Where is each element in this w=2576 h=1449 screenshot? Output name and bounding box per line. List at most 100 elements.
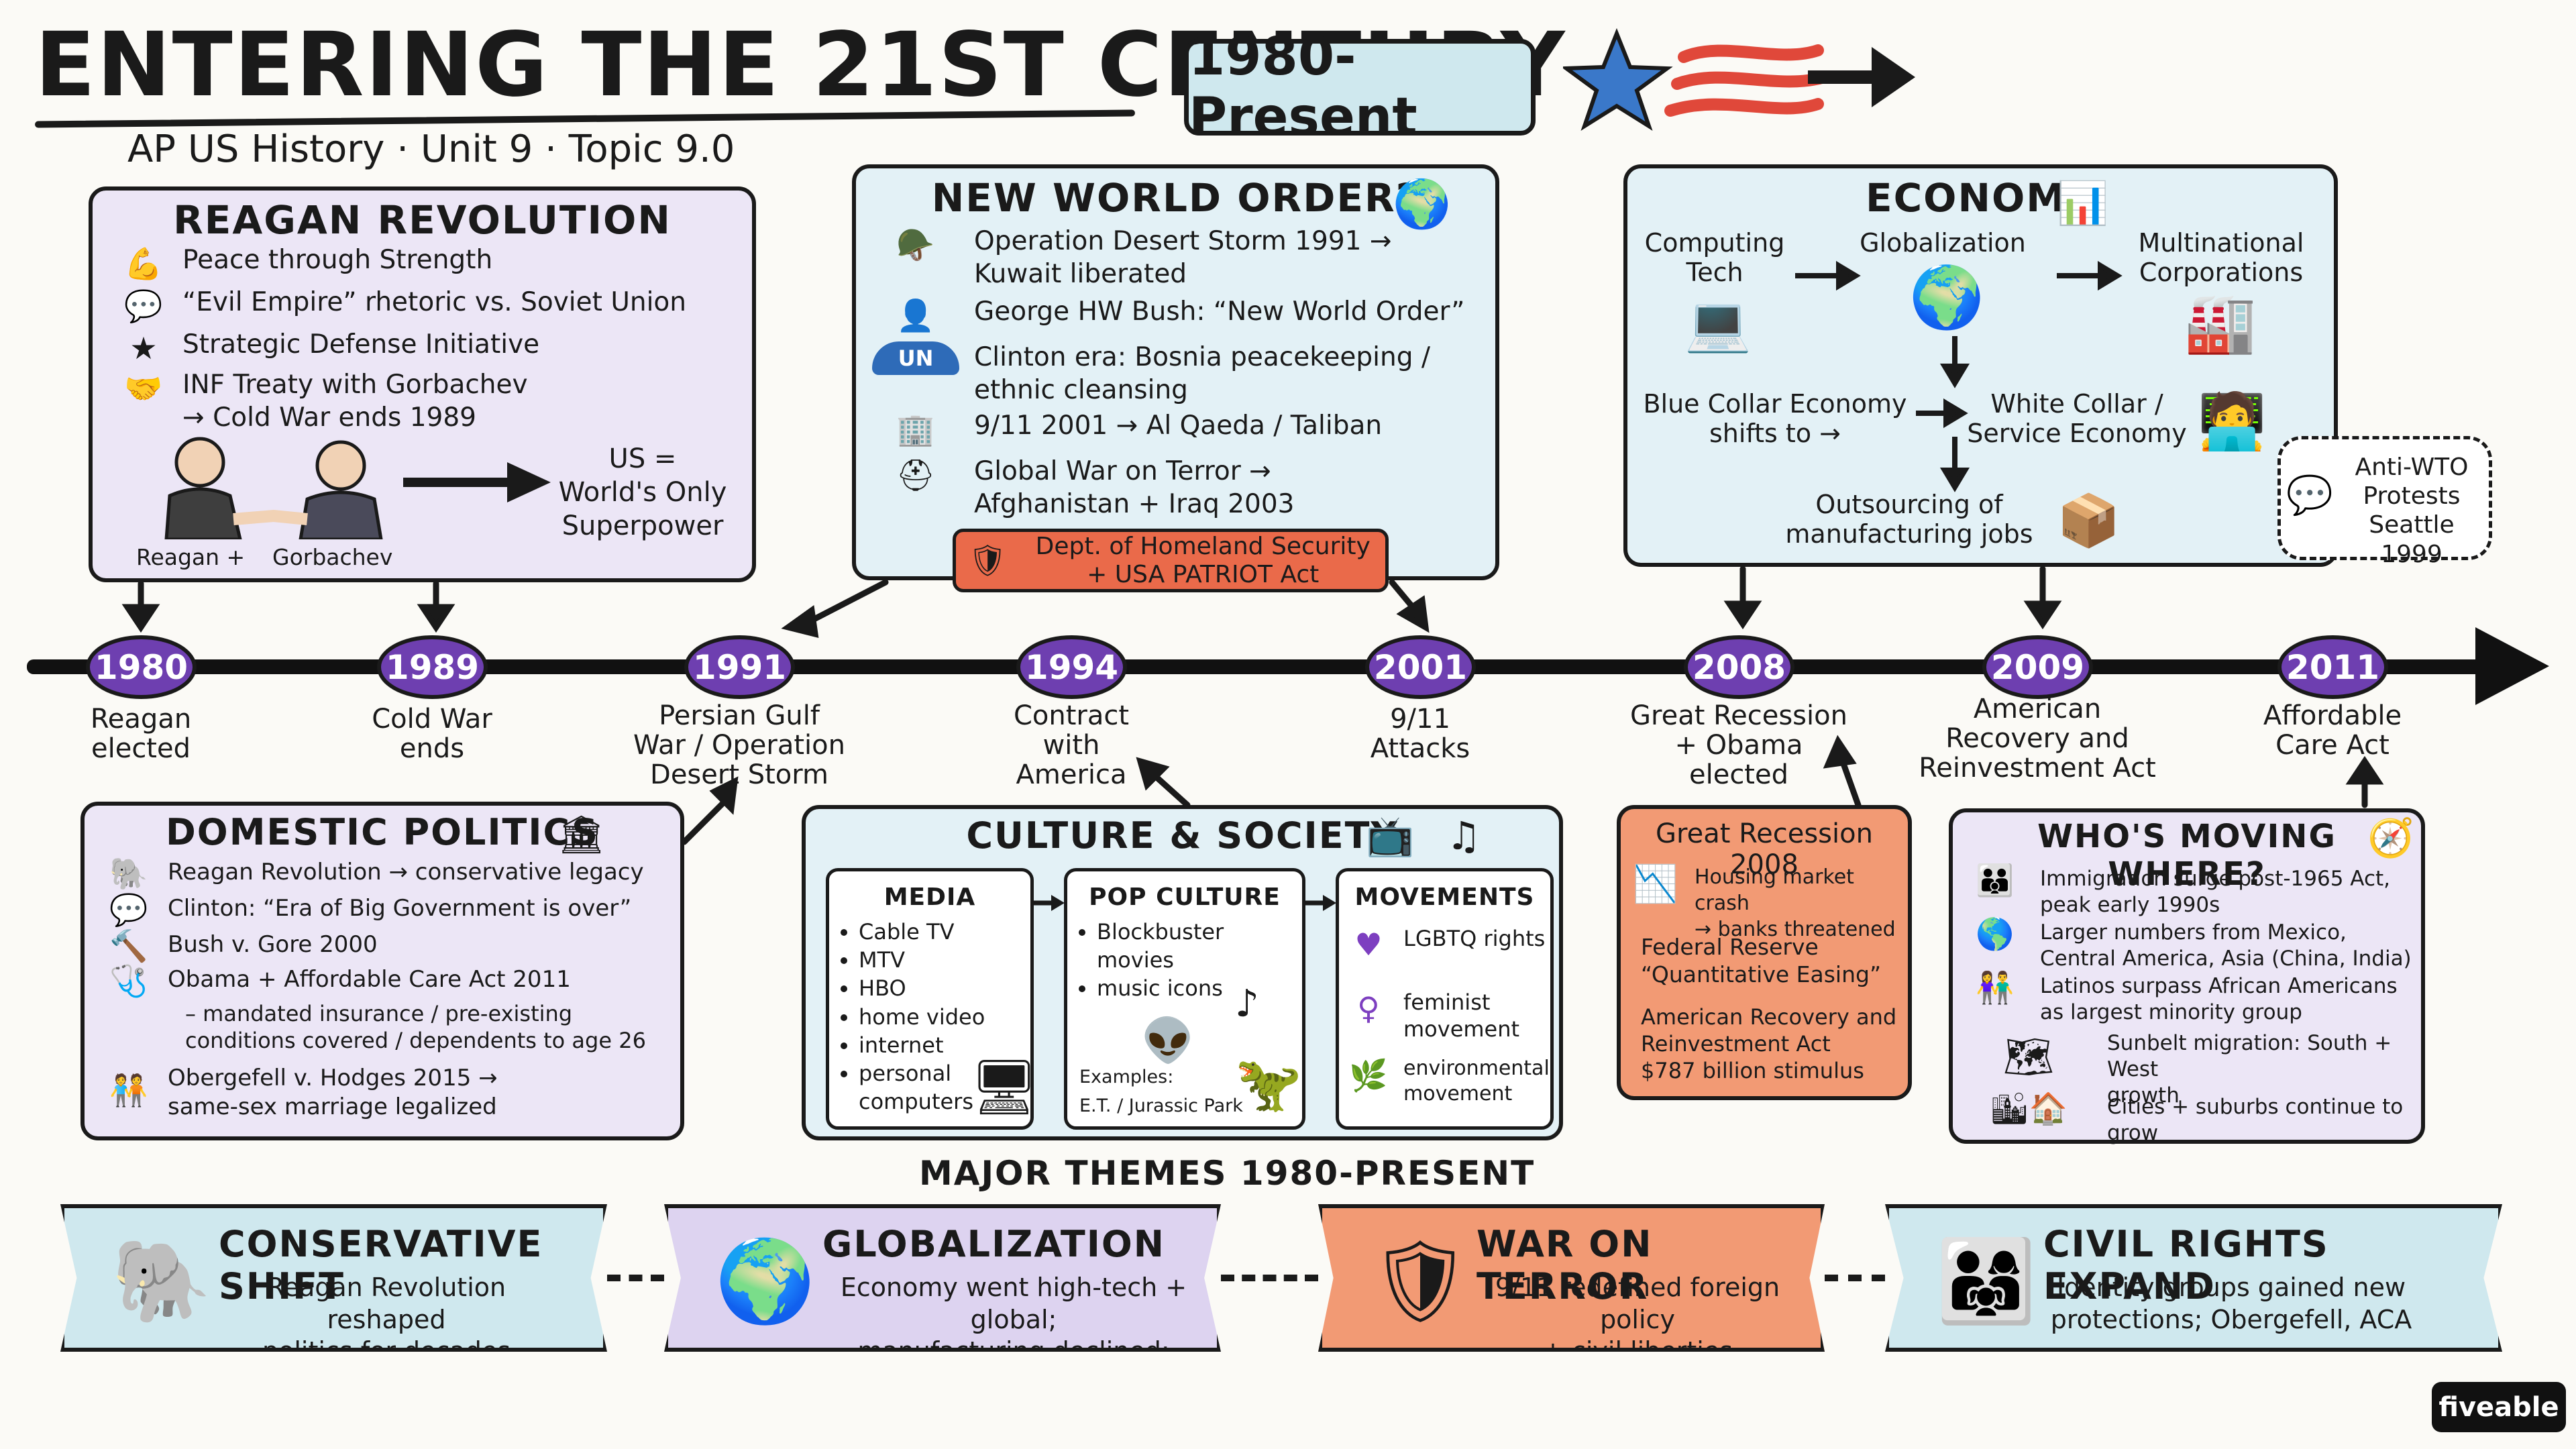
caption-reagan: Reagan + xyxy=(136,544,246,570)
globe-icon: 🌍 xyxy=(1393,176,1452,231)
theme-civil-rights-expand: 👨‍👩‍👧 CIVIL RIGHTS EXPAND Identity group… xyxy=(1885,1204,2502,1352)
capitol-icon: 🏛 xyxy=(557,813,606,857)
globalization-node: Globalization xyxy=(1860,228,2026,258)
pop-culture-title: POP CULTURE xyxy=(1089,883,1281,911)
caption-gorbachev: Gorbachev xyxy=(272,544,393,570)
fiveable-logo: fiveable xyxy=(2432,1382,2566,1432)
bar-chart-icon: 📊 xyxy=(2057,178,2109,227)
leaf-icon: 🌿 xyxy=(1349,1057,1388,1094)
speech-bubble-icon: 💬 xyxy=(2286,474,2333,517)
twin-towers-icon: 🏢 xyxy=(896,411,935,448)
new-world-order-panel: NEW WORLD ORDER? 🌍 🪖Operation Desert Sto… xyxy=(852,164,1499,580)
globe-icon: 🌍 xyxy=(715,1235,816,1328)
theme-globalization: 🌍 GLOBALIZATION Economy went high-tech +… xyxy=(664,1204,1221,1352)
handshake-icon: 🤝 xyxy=(124,370,163,407)
list-item: 💬“Evil Empire” rhetoric vs. Soviet Union xyxy=(119,286,686,327)
people-icon: 👨‍👩‍👧 xyxy=(1936,1235,2037,1328)
great-recession-panel: Great Recession 2008 📉 Housing market cr… xyxy=(1617,805,1912,1100)
list-item: Blockbuster movies xyxy=(1097,918,1244,974)
list-item: 🧑‍🤝‍🧑Obergefell v. Hodges 2015 → same-se… xyxy=(105,1064,497,1121)
theme-text: 9/11 redefined foreign policy + civil li… xyxy=(1495,1273,1780,1366)
list-item: 🌿environmental movement xyxy=(1349,1057,1550,1106)
list-item: 🏢9/11 2001 → Al Qaeda / Taliban xyxy=(872,410,1382,450)
music-note-icon: ♪ xyxy=(1235,982,1259,1026)
list-item: American Recovery and Reinvestment Act $… xyxy=(1641,1004,1897,1083)
list-item: 👫Latinos surpass African Americans as la… xyxy=(1965,969,2397,1026)
multinational-node: Multinational Corporations xyxy=(2138,228,2304,287)
white-collar-node: White Collar / Service Economy xyxy=(1967,389,2187,448)
arrow-right-icon xyxy=(1305,895,1336,911)
panel-title: REAGAN REVOLUTION xyxy=(173,197,672,243)
list-item: MTV xyxy=(859,946,1030,974)
list-item: 👤George HW Bush: “New World Order” xyxy=(872,296,1464,336)
list-item: 👪Immigration surge post-1965 Act, peak e… xyxy=(1965,862,2390,918)
timeline-arrowhead xyxy=(2475,627,2549,705)
economy-flow-arrows xyxy=(1795,260,2123,492)
year-marker-2008: 2008 xyxy=(1684,635,1794,699)
panel-title: WHO'S MOVING WHERE? xyxy=(2037,818,2337,893)
year-label-2008: Great Recession + Obama elected xyxy=(1630,700,1847,790)
globe-icon: 🌍 xyxy=(1909,262,1985,333)
year-marker-2009: 2009 xyxy=(1982,635,2093,699)
people-icon: 🧑‍🤝‍🧑 xyxy=(109,1072,148,1109)
computer-icon: 🖥 xyxy=(970,1056,1038,1118)
outsourcing-node: Outsourcing of manufacturing jobs xyxy=(1785,490,2033,549)
music-note-icon: ♫ xyxy=(1446,813,1481,859)
year-label-2009: American Recovery and Reinvestment Act xyxy=(1919,694,2156,784)
theme-connector xyxy=(1825,1275,1885,1288)
arrow-right-icon xyxy=(1808,47,1915,107)
list-item: music icons xyxy=(1097,974,1244,1002)
theme-conservative-shift: 🐘 CONSERVATIVE SHIFT Reagan Revolution r… xyxy=(60,1204,607,1352)
city-house-icon: 🏙🏠 xyxy=(1990,1090,2068,1127)
theme-title: CIVIL RIGHTS EXPAND xyxy=(2043,1223,2329,1307)
list-item: 💬Clinton: “Era of Big Government is over… xyxy=(105,892,631,928)
year-label-1980: Reagan elected xyxy=(90,704,192,764)
list-item: Cable TV xyxy=(859,918,1030,946)
star-icon: ★ xyxy=(129,330,158,367)
speech-bubble-icon: 💬 xyxy=(109,892,148,928)
portrait-bush-icon: 👤 xyxy=(896,297,935,334)
list-item: internet xyxy=(859,1031,1030,1059)
tv-icon: 📺 xyxy=(1366,813,1415,859)
panel-title: Great Recession 2008 xyxy=(1656,818,1873,880)
superpower-note: US = World's Only Superpower xyxy=(558,443,727,541)
reagan-gorbachev-illustration xyxy=(164,437,383,539)
theme-war-on-terror: 🛡 WAR ON TERROR 9/11 redefined foreign p… xyxy=(1318,1204,1825,1352)
list-item: ♀feminist movement xyxy=(1348,989,1519,1042)
list-item: personal computers xyxy=(859,1059,973,1116)
list-item: ★Strategic Defense Initiative xyxy=(119,329,539,369)
year-marker-1980: 1980 xyxy=(86,635,197,699)
page-subtitle: AP US History · Unit 9 · Topic 9.0 xyxy=(127,127,735,171)
list-item: 🐘Reagan Revolution → conservative legacy xyxy=(105,855,643,892)
theme-text: Identity groups gained new protections; … xyxy=(2050,1273,2412,1334)
factory-icon: 🏭 xyxy=(2184,290,2257,357)
arrow-right-icon xyxy=(1034,895,1065,911)
media-title: MEDIA xyxy=(883,883,976,911)
timeline-line xyxy=(27,659,2482,674)
globe-icon: 🌎 xyxy=(1976,916,2015,953)
list-item: 🏙🏠Cities + suburbs continue to grow xyxy=(1965,1090,2421,1146)
box-icon: 📦 xyxy=(2057,490,2121,550)
panel-title: CULTURE & SOCIETY xyxy=(966,814,1399,857)
list-item: 🪖Operation Desert Storm 1991 → Kuwait li… xyxy=(872,225,1391,291)
year-label-1989: Cold War ends xyxy=(372,704,492,764)
year-marker-1989: 1989 xyxy=(377,635,488,699)
list-item: ♥LGBTQ rights xyxy=(1348,925,1545,965)
panel-title: ECONOMY xyxy=(1865,175,2096,221)
pop-culture-box: POP CULTURE Blockbuster movies music ico… xyxy=(1064,868,1305,1130)
year-marker-1994: 1994 xyxy=(1016,635,1127,699)
compass-icon: 🧭 xyxy=(2367,816,2414,860)
theme-title: GLOBALIZATION xyxy=(822,1223,1165,1265)
theme-connector xyxy=(607,1275,664,1288)
office-worker-icon: 🧑‍💻 xyxy=(2198,390,2267,453)
speech-bubble-icon: 💬 xyxy=(124,288,163,325)
year-label-1991: Persian Gulf War / Operation Desert Stor… xyxy=(633,700,845,790)
movements-title: MOVEMENTS xyxy=(1354,883,1535,911)
list-item: ⛑Global War on Terror → Afghanistan + Ir… xyxy=(872,455,1295,521)
shield-icon: 🛡 xyxy=(968,542,1008,578)
culture-society-panel: CULTURE & SOCIETY 📺 ♫ MEDIA Cable TV MTV… xyxy=(802,805,1563,1140)
blue-collar-node: Blue Collar Economy shifts to → xyxy=(1643,389,1907,448)
list-item: HBO xyxy=(859,974,1030,1002)
theme-title: WAR ON TERROR xyxy=(1477,1223,1653,1307)
